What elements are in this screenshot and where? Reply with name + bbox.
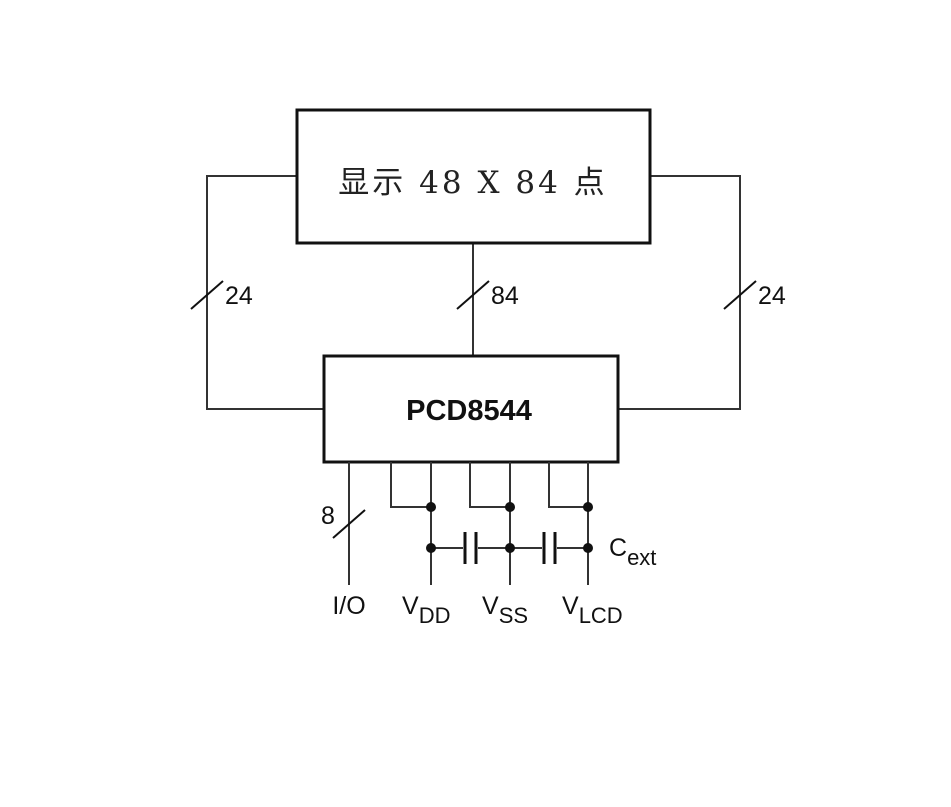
left-bus-wire <box>206 175 324 410</box>
vlcd-pin-label-sub: LCD <box>579 603 623 628</box>
chip-label: PCD8544 <box>406 395 532 427</box>
vdd-pin-label-main: V <box>402 592 419 620</box>
capacitor-label-sub: ext <box>627 545 656 570</box>
junction-dot <box>583 502 593 512</box>
junction-dot <box>505 543 515 553</box>
chip-block <box>322 354 620 464</box>
junction-dot <box>583 543 593 553</box>
right-bus-wire <box>618 175 741 410</box>
vlcd-pin-label-main: V <box>562 592 579 620</box>
vss-pin-wire-a <box>469 462 510 508</box>
vdd-pin-wire-a <box>390 462 431 508</box>
io-bus-width: 8 <box>321 502 335 530</box>
display-label: 显示 48 X 84 点 <box>338 165 607 201</box>
right-bus-width: 24 <box>758 282 786 310</box>
middle-bus-width: 84 <box>491 282 519 310</box>
vss-pin-label: VSS <box>482 592 528 628</box>
junction-dot <box>426 502 436 512</box>
io-bus-slash <box>332 509 366 539</box>
capacitor-label-main: C <box>609 534 627 562</box>
right-bus-slash <box>723 280 757 310</box>
left-bus-width: 24 <box>225 282 253 310</box>
left-bus-slash <box>190 280 224 310</box>
junction-dot <box>505 502 515 512</box>
vss-pin-label-main: V <box>482 592 499 620</box>
vdd-pin-label-sub: DD <box>419 603 451 628</box>
vlcd-pin-wire-a <box>548 462 588 508</box>
middle-bus-slash <box>456 280 490 310</box>
vdd-pin-label: VDD <box>402 592 450 628</box>
vlcd-pin-label: VLCD <box>562 592 623 628</box>
display-block <box>295 108 652 245</box>
capacitor-label: Cext <box>609 534 656 570</box>
vss-pin-label-sub: SS <box>499 603 528 628</box>
io-pin-label: I/O <box>332 592 365 620</box>
junction-dot <box>426 543 436 553</box>
